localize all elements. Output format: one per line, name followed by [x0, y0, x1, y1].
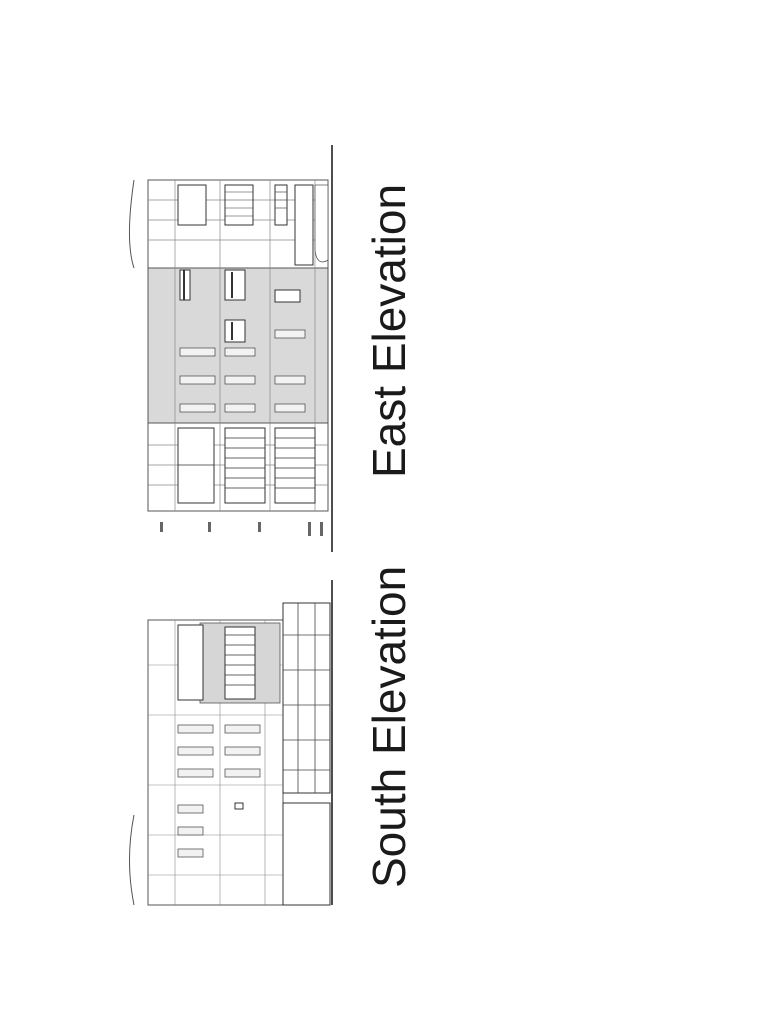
east-elevation-drawing	[129, 145, 333, 552]
south-elevation-drawing	[129, 580, 333, 906]
east-elevation-label: East Elevation	[363, 183, 415, 478]
south-elevation-label: South Elevation	[363, 565, 415, 888]
